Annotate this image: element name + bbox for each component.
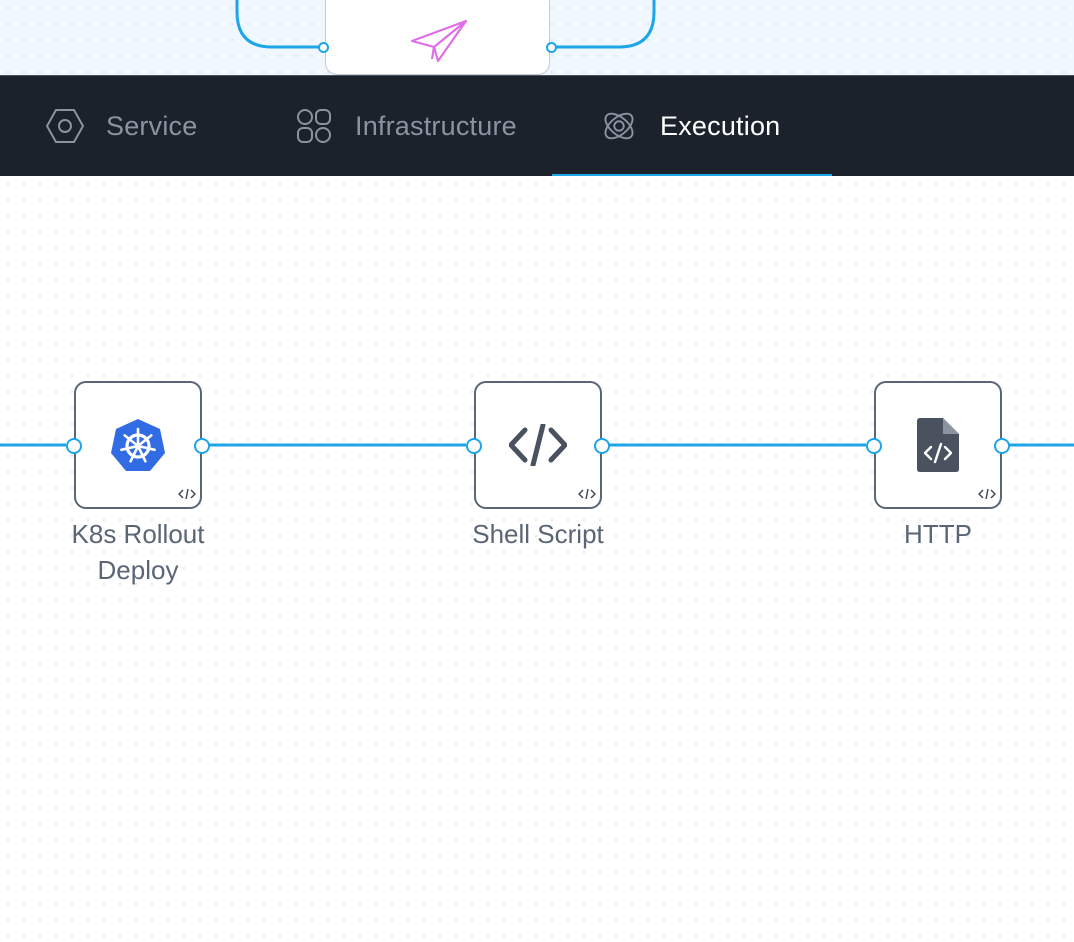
deploy-stage-node[interactable] bbox=[325, 0, 550, 75]
step-shell-script[interactable] bbox=[474, 381, 602, 509]
tab-execution-label: Execution bbox=[660, 110, 781, 141]
tab-execution[interactable]: Execution bbox=[600, 76, 780, 176]
step-k8s-rollout-deploy[interactable] bbox=[74, 381, 202, 509]
step-http[interactable] bbox=[874, 381, 1002, 509]
shell-script-input-port[interactable] bbox=[466, 438, 482, 454]
shell-script-output-port[interactable] bbox=[594, 438, 610, 454]
http-input-port[interactable] bbox=[866, 438, 882, 454]
infrastructure-grid-icon bbox=[295, 107, 333, 145]
code-badge-icon bbox=[578, 488, 596, 500]
http-file-code-icon bbox=[917, 418, 959, 472]
step-label: HTTP bbox=[904, 519, 972, 549]
execution-canvas: K8s Rollout Deploy Shell Script HTTP bbox=[0, 176, 1074, 942]
stage-output-port[interactable] bbox=[546, 42, 557, 53]
code-brackets-icon bbox=[509, 424, 567, 466]
stage-input-port[interactable] bbox=[318, 42, 329, 53]
pipeline-preview-canvas bbox=[0, 0, 1074, 75]
tab-service[interactable]: Service bbox=[46, 76, 197, 176]
execution-atom-icon bbox=[600, 107, 638, 145]
step-label: Shell Script bbox=[472, 519, 604, 549]
code-badge-icon bbox=[178, 488, 196, 500]
pipeline-preview-connectors bbox=[235, 0, 656, 49]
code-badge-icon bbox=[978, 488, 996, 500]
step-connectors bbox=[0, 443, 1074, 447]
k8s-output-port[interactable] bbox=[194, 438, 210, 454]
stage-tabbar: Service Infrastructure Execution bbox=[0, 75, 1074, 179]
kubernetes-icon bbox=[111, 419, 165, 471]
http-output-port[interactable] bbox=[994, 438, 1010, 454]
tab-service-label: Service bbox=[106, 110, 198, 141]
step-label: K8s Rollout Deploy bbox=[71, 519, 205, 585]
paper-plane-icon bbox=[410, 19, 468, 63]
service-hexagon-icon bbox=[46, 107, 84, 145]
k8s-input-port[interactable] bbox=[66, 438, 82, 454]
tab-infrastructure[interactable]: Infrastructure bbox=[295, 76, 517, 176]
tab-infrastructure-label: Infrastructure bbox=[355, 110, 517, 141]
